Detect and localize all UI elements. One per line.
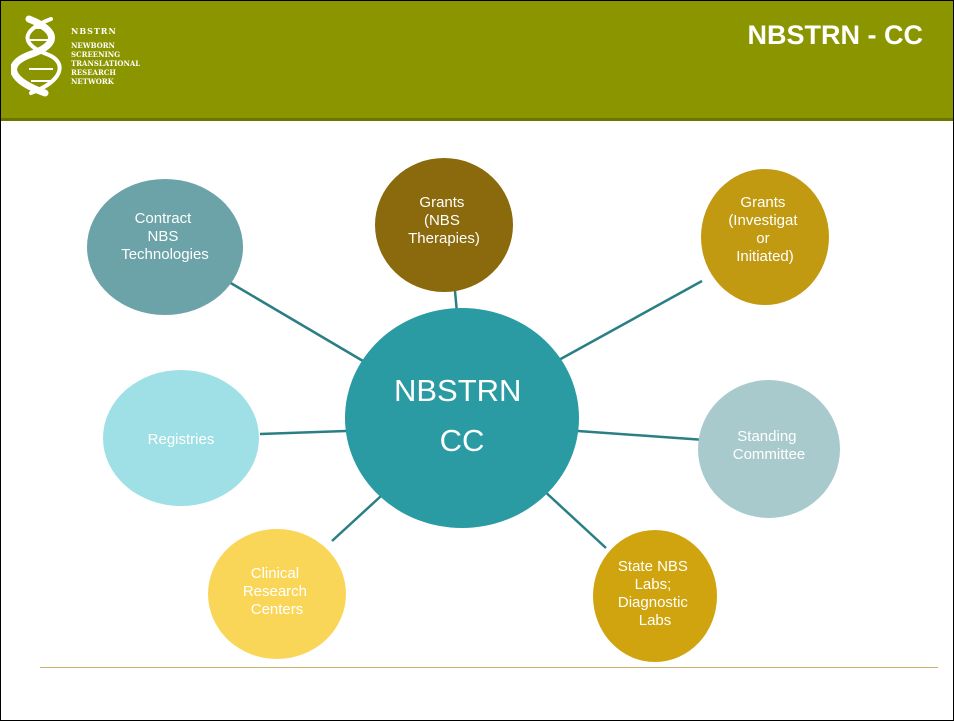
node-label: Grants (NBS Therapies) xyxy=(408,194,480,247)
center-shape xyxy=(345,308,579,528)
node-shape xyxy=(701,169,829,305)
node-label: Standing Committee xyxy=(733,428,806,463)
header-bar: NBSTRN NEWBORN SCREENING TRANSLATIONAL R… xyxy=(1,1,953,121)
node-shape xyxy=(593,530,717,662)
page-title: NBSTRN - CC xyxy=(747,20,924,50)
logo-line: SCREENING xyxy=(71,50,121,59)
logo-line: TRANSLATIONAL xyxy=(71,59,141,68)
connector-state-labs xyxy=(540,487,607,549)
node-label: State NBS Labs; Diagnostic Labs xyxy=(618,558,692,629)
connector-standing xyxy=(577,429,706,442)
logo-line: NETWORK xyxy=(71,77,114,86)
node-shape xyxy=(375,158,513,292)
connector-registries xyxy=(259,429,347,436)
connectors xyxy=(228,279,706,549)
dna-helix-icon xyxy=(10,15,62,97)
node-label: Registries xyxy=(148,431,215,448)
logo-line: NBSTRN xyxy=(71,26,117,36)
logo-line: RESEARCH xyxy=(71,68,116,77)
node-shape xyxy=(208,529,346,659)
node-clinical: Clinical Research Centers xyxy=(208,529,346,659)
connector-grants-investigator xyxy=(556,279,703,363)
node-label: Contract NBS Technologies xyxy=(121,210,209,263)
center-node: NBSTRN CC xyxy=(345,308,579,528)
logo-wordmark: NBSTRN NEWBORN SCREENING TRANSLATIONAL R… xyxy=(71,26,141,87)
node-label: Grants (Investigat or Initiated) xyxy=(728,194,801,265)
node-label: Clinical Research Centers xyxy=(243,565,311,618)
node-standing: Standing Committee xyxy=(698,380,840,518)
logo-line: NEWBORN xyxy=(71,41,115,50)
node-grants-investigator: Grants (Investigat or Initiated) xyxy=(701,169,829,305)
connector-contract xyxy=(228,280,364,363)
node-shape xyxy=(103,370,259,506)
node-shape xyxy=(698,380,840,518)
node-shape xyxy=(87,179,243,315)
node-registries: Registries xyxy=(103,370,259,506)
center-label: NBSTRN CC xyxy=(394,373,530,458)
node-contract: Contract NBS Technologies xyxy=(87,179,243,315)
nbstrn-logo: NBSTRN NEWBORN SCREENING TRANSLATIONAL R… xyxy=(10,11,161,101)
footer-divider xyxy=(40,667,938,668)
node-grants-nbs: Grants (NBS Therapies) xyxy=(375,158,513,292)
node-state-labs: State NBS Labs; Diagnostic Labs xyxy=(593,530,717,662)
connector-clinical xyxy=(331,495,382,542)
